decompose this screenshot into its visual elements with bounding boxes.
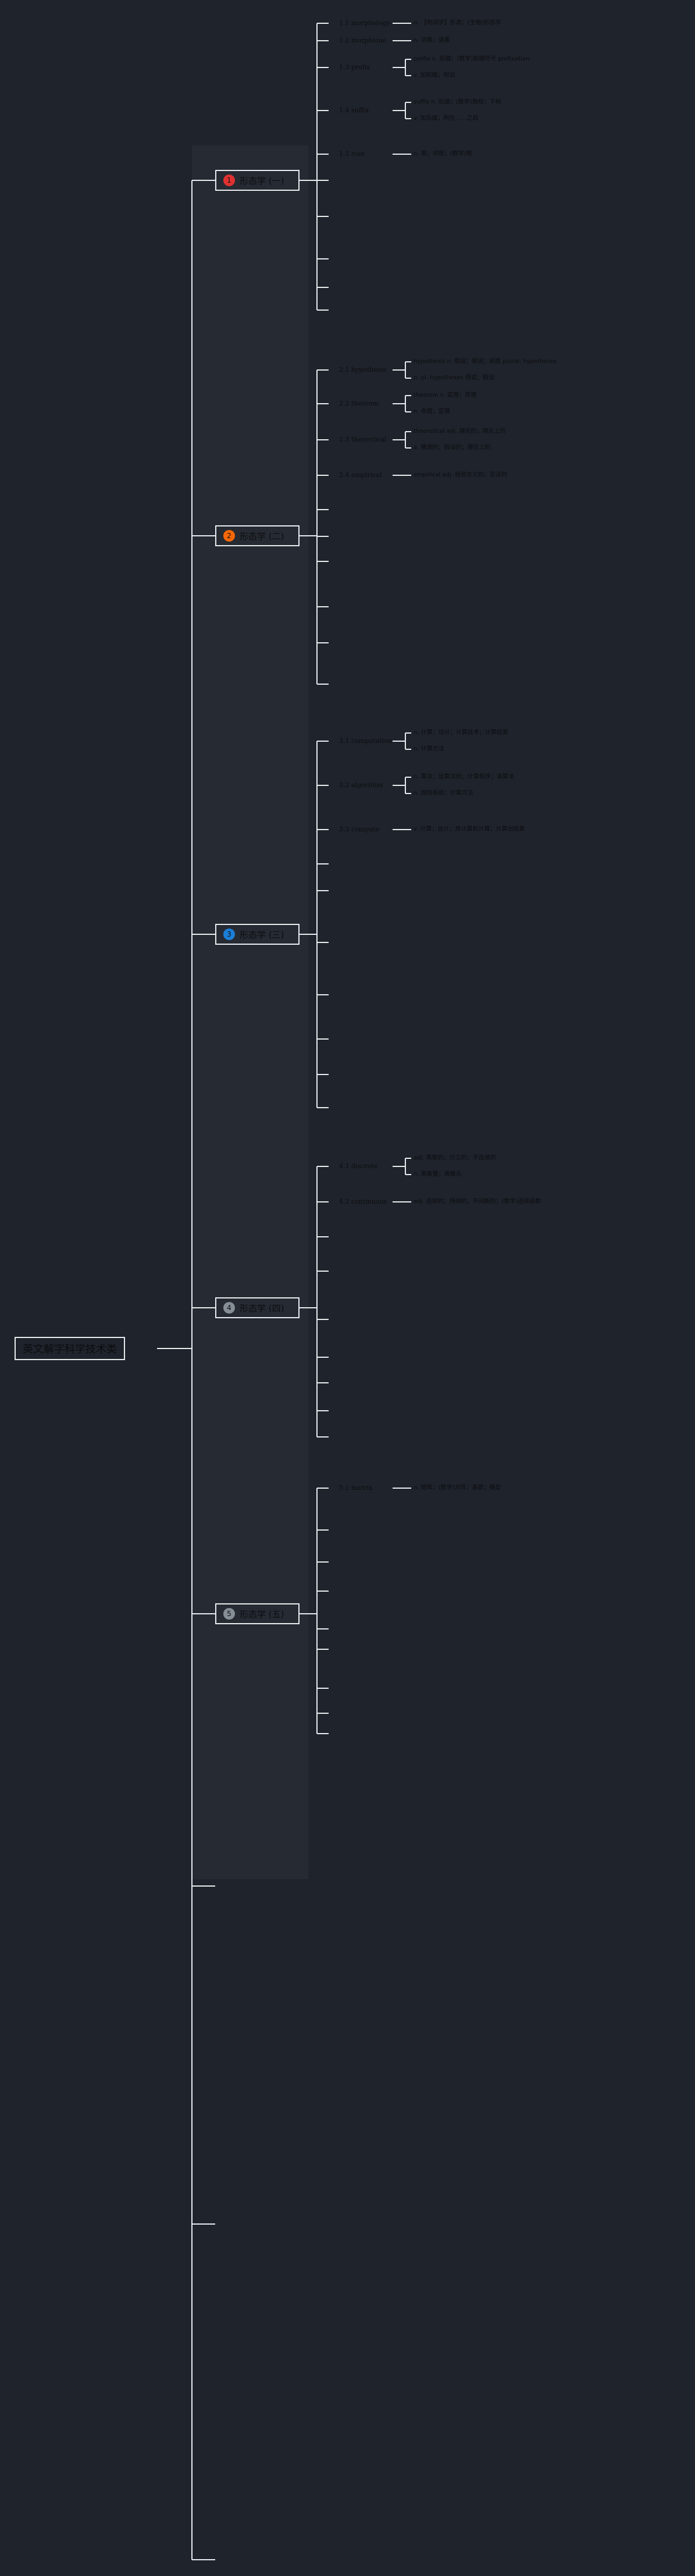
section-badge: 3 — [223, 928, 235, 940]
section-node-2[interactable]: 2 形态学 (二) — [215, 525, 300, 546]
definition-node: n. 【构词学】形态；(生物)形态学 — [414, 20, 501, 26]
section-badge: 1 — [223, 175, 235, 186]
section-label: 形态学 (二) — [240, 531, 284, 542]
definition-node: n. pl. hypotheses 假说；假设 — [414, 375, 495, 381]
word-node[interactable]: 1.2 morpheme — [339, 37, 386, 44]
word-node[interactable]: 4.1 discrete — [339, 1162, 378, 1170]
definition-node: suffix n. 后缀；(数学)角标；下标 — [414, 99, 501, 105]
word-node[interactable]: 1.1 morphology — [339, 19, 390, 27]
root-topic-label: 英文解字科学技术类 — [23, 1343, 117, 1355]
definition-node: v. 加前缀；附加 — [414, 72, 455, 79]
word-node[interactable]: 2.4 empirical — [339, 471, 382, 479]
definition-node: n. 词素；语素 — [414, 37, 450, 44]
section-node-5[interactable]: 5 形态学 (五) — [215, 1603, 300, 1624]
definition-node: n. 算法；运算法则；计算程序；演算法 — [414, 774, 514, 780]
word-node[interactable]: 2.1 hypothesis — [339, 366, 386, 373]
definition-node: empirical adj. 经验主义的；实证的 — [414, 472, 508, 478]
section-label: 形态学 (三) — [240, 929, 284, 940]
definition-node: n. 命题；定理 — [414, 408, 450, 415]
word-node[interactable]: 5.1 matrix — [339, 1484, 373, 1492]
definition-node: v. 计算；估计；用计算机计算；计算出结果 — [414, 826, 525, 832]
definition-node: theoretical adj. 理论的；理论上的 — [414, 428, 506, 435]
definition-node: adj. 离散的；分立的；不连续的 — [414, 1155, 496, 1161]
word-node[interactable]: 4.2 continuous — [339, 1198, 387, 1205]
word-node[interactable]: 1.4 suffix — [339, 106, 369, 114]
definition-node: v. 加后缀；附在……之后 — [414, 115, 479, 122]
definition-node: prefix n. 前缀；(数学)前缀符号 prefixation — [414, 56, 530, 62]
section-badge: 5 — [223, 1608, 235, 1620]
section-badge: 4 — [223, 1302, 235, 1314]
definition-node: n. 根；词根；(数学)根 — [414, 151, 472, 157]
background-panel — [192, 145, 308, 1879]
section-badge: 2 — [223, 530, 235, 542]
word-node[interactable]: 1.3 prefix — [339, 63, 370, 71]
definition-node: n. 规则系统；计算方法 — [414, 790, 473, 796]
definition-node: n. 矩阵；(数学)方阵；基质；模型 — [414, 1485, 501, 1491]
section-label: 形态学 (一) — [240, 175, 284, 186]
definition-node: n. 计算方法 — [414, 746, 444, 752]
definition-node: n. 离散量；离散元 — [414, 1171, 462, 1177]
root-topic[interactable]: 英文解字科学技术类 — [15, 1337, 125, 1360]
definition-node: adj. 连续的；持续的；不间断的；(数学)连续函数 — [414, 1198, 541, 1205]
section-label: 形态学 (五) — [240, 1609, 284, 1620]
definition-node: hypothesis n. 假设；假说；前提 plural: hypothese… — [414, 358, 557, 365]
word-node[interactable]: 1.5 root — [339, 150, 365, 158]
section-node-1[interactable]: 1 形态学 (一) — [215, 170, 300, 191]
word-node[interactable]: 3.1 computation — [339, 737, 392, 745]
definition-node: a. 推测的；假设的；理论上的 — [414, 444, 491, 451]
word-node[interactable]: 3.3 compute — [339, 826, 380, 833]
word-node[interactable]: 3.2 algorithm — [339, 781, 383, 789]
section-node-3[interactable]: 3 形态学 (三) — [215, 924, 300, 945]
section-label: 形态学 (四) — [240, 1303, 284, 1314]
word-node[interactable]: 2.3 theoretical — [339, 436, 387, 443]
definition-node: theorem n. 定理；原理 — [414, 392, 477, 399]
section-node-4[interactable]: 4 形态学 (四) — [215, 1297, 300, 1318]
word-node[interactable]: 2.2 theorem — [339, 400, 379, 407]
definition-node: n. 计算；估计；计算技术；计算结果 — [414, 730, 508, 736]
